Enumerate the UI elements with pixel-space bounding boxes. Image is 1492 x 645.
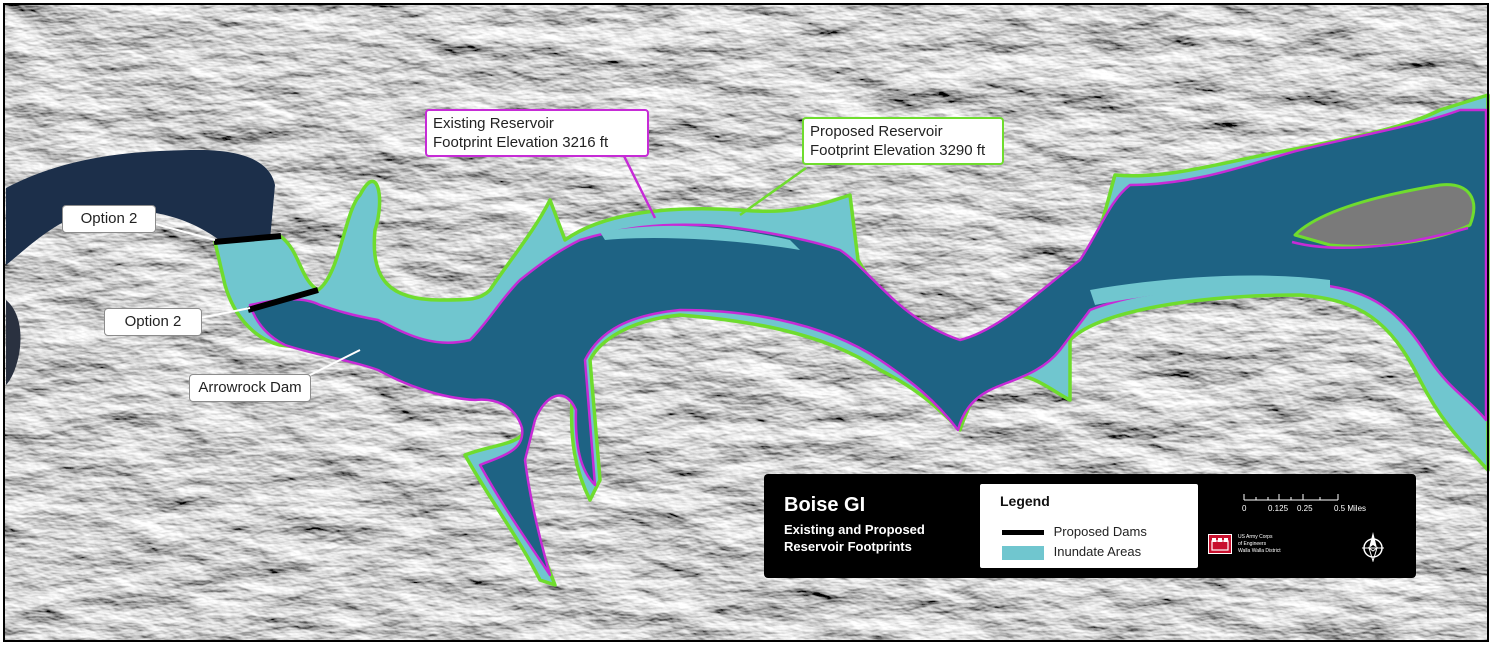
leader-option2-upper — [154, 223, 216, 241]
legend-title: Legend — [1000, 493, 1050, 509]
proposed-dam-lower — [247, 287, 319, 313]
castle-logo-icon — [1208, 534, 1232, 554]
title-legend-panel: Boise GI Existing and Proposed Reservoir… — [764, 474, 1416, 578]
north-arrow-icon — [1362, 532, 1384, 562]
agency-line3: Walla Walla District — [1238, 548, 1281, 554]
callout-option-2-lower: Option 2 — [104, 308, 202, 336]
inundate-strip-south — [1090, 275, 1330, 305]
map-subtitle-line2: Reservoir Footprints — [784, 539, 912, 554]
legend-item-proposed-dams: Proposed Dams — [1002, 524, 1147, 539]
leader-option2-lower — [199, 307, 251, 319]
scale-tick-05-miles: 0.5 Miles — [1334, 504, 1367, 513]
callout-arrowrock-dam: Arrowrock Dam — [189, 374, 311, 402]
leader-proposed — [739, 166, 807, 217]
legend-item-inundate-areas: Inundate Areas — [1002, 544, 1141, 560]
scale-tick-0: 0 — [1242, 504, 1247, 513]
callout-existing-reservoir: Existing Reservoir Footprint Elevation 3… — [425, 109, 649, 157]
callout-proposed-reservoir: Proposed Reservoir Footprint Elevation 3… — [802, 117, 1004, 165]
map-title: Boise GI — [784, 494, 866, 516]
agency-line1: US Army Corps — [1238, 534, 1273, 540]
leader-existing — [618, 147, 657, 219]
map-subtitle-line1: Existing and Proposed — [784, 522, 925, 537]
scale-bar: 0 0.125 0.25 0.5 Miles — [1242, 490, 1392, 516]
callout-proposed-line1: Proposed Reservoir — [810, 123, 943, 140]
map-frame — [3, 3, 1489, 642]
proposed-dam-upper — [213, 233, 282, 245]
callout-proposed-line2: Footprint Elevation 3290 ft — [810, 142, 986, 159]
callout-option-2-upper: Option 2 — [62, 205, 156, 233]
legend-swatch-dams — [1002, 530, 1044, 536]
agency-line2: of Engineers — [1238, 541, 1267, 547]
legend-swatch-inundate — [1002, 545, 1044, 560]
callout-existing-line2: Footprint Elevation 3216 ft — [433, 134, 609, 151]
legend-label-inundate: Inundate Areas — [1053, 544, 1142, 559]
legend-label-dams: Proposed Dams — [1053, 524, 1147, 539]
scale-tick-025: 0.25 — [1297, 504, 1313, 513]
legend: Legend Proposed Dams Inundate Areas — [980, 484, 1198, 568]
scale-tick-0125: 0.125 — [1268, 504, 1289, 513]
callout-existing-line1: Existing Reservoir — [433, 115, 554, 132]
agency-block: US Army Corps of Engineers Walla Walla D… — [1208, 532, 1298, 562]
inundate-strip-north — [600, 225, 800, 250]
